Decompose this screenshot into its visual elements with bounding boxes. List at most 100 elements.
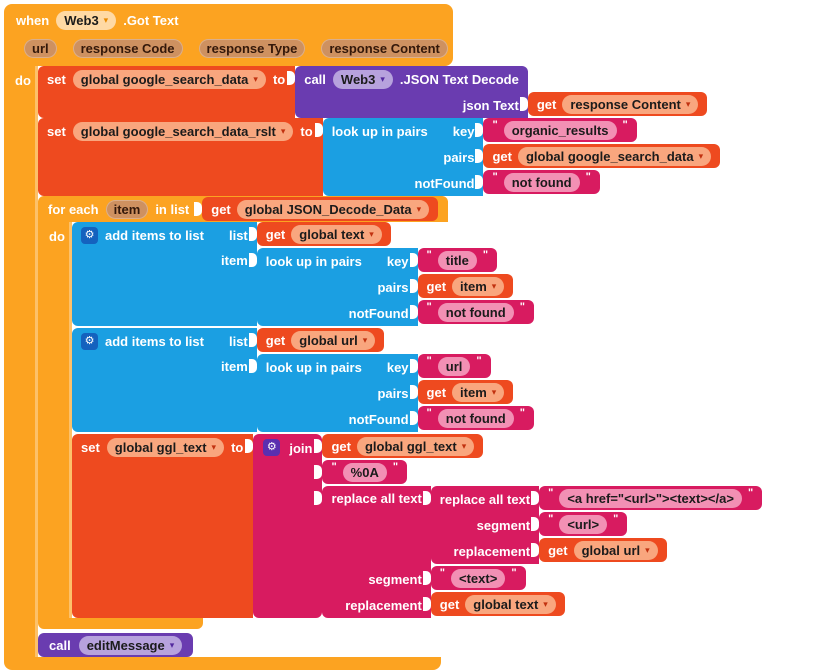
text-string-block[interactable]: " organic_results " <box>483 118 637 142</box>
variable-dropdown[interactable]: global text ▾ <box>291 224 382 244</box>
text-string-block[interactable]: " title " <box>417 248 498 272</box>
variable-dropdown[interactable]: response Content ▾ <box>562 94 699 114</box>
quote-mark: " <box>426 248 432 261</box>
chevron-down-icon: ▾ <box>698 150 704 161</box>
call-json-text-decode-block[interactable]: call Web3 ▾ .JSON Text Decode json Text <box>295 66 708 118</box>
text-string-block[interactable]: " <a href="<url>"><text></a> " <box>539 486 763 510</box>
get-json-decode-data-block[interactable]: get global JSON_Decode_Data ▾ <box>202 197 439 221</box>
socket-tab <box>409 279 418 293</box>
socket-tab <box>248 253 257 267</box>
socket-tab <box>422 597 431 611</box>
variable-dropdown[interactable]: global google_search_data ▾ <box>517 146 712 166</box>
quote-mark: " <box>747 486 754 499</box>
text-field[interactable]: not found <box>503 172 580 192</box>
set-ggl-text-block[interactable]: set global ggl_text ▾ to <box>72 434 763 618</box>
text-field[interactable]: not found <box>437 302 514 322</box>
socket-tab <box>422 491 431 505</box>
variable-dropdown[interactable]: item ▾ <box>452 276 505 296</box>
quote-mark: " <box>492 170 498 183</box>
get-block[interactable]: get global google_search_data ▾ <box>483 144 721 168</box>
chevron-down-icon: ▾ <box>211 441 217 452</box>
variable-dropdown[interactable]: global ggl_text ▾ <box>106 437 225 457</box>
socket-tab <box>409 359 418 373</box>
procedure-dropdown[interactable]: editMessage ▾ <box>78 635 183 655</box>
socket-tab <box>194 202 203 216</box>
socket-tab <box>287 71 296 85</box>
param-pill-response-type[interactable]: response Type <box>198 38 306 58</box>
text-string-block[interactable]: " url " <box>417 354 491 378</box>
get-item-block[interactable]: get item ▾ <box>417 380 514 404</box>
variable-dropdown[interactable]: global url ▾ <box>573 540 658 560</box>
get-global-url-block[interactable]: get global url ▾ <box>256 328 385 352</box>
call-edit-message-block[interactable]: call editMessage ▾ <box>38 633 194 657</box>
text-field[interactable]: not found <box>437 408 514 428</box>
get-item-block[interactable]: get item ▾ <box>417 274 514 298</box>
get-global-ggl-text-block[interactable]: get global ggl_text ▾ <box>322 434 484 458</box>
mutator-gear-icon[interactable]: ⚙ <box>263 439 281 456</box>
when-keyword: when <box>16 12 50 28</box>
param-pill-response-code[interactable]: response Code <box>72 38 183 58</box>
component-dropdown[interactable]: Web3 ▾ <box>332 69 393 89</box>
text-field[interactable]: <a href="<url>"><text></a> <box>559 488 742 508</box>
variable-dropdown[interactable]: global JSON_Decode_Data ▾ <box>236 199 430 219</box>
quote-mark: " <box>548 512 554 525</box>
loop-variable-pill[interactable]: item <box>105 199 149 219</box>
socket-tab <box>245 439 254 453</box>
param-pill-url[interactable]: url <box>24 38 57 58</box>
get-response-content-block[interactable]: get response Content ▾ <box>527 92 708 116</box>
join-block[interactable]: ⚙ join get global ggl_text <box>253 434 763 618</box>
quote-mark: " <box>426 354 432 367</box>
foreach-block[interactable]: for each item in list get global JSON_De… <box>38 196 763 629</box>
mutator-gear-icon[interactable]: ⚙ <box>81 226 98 244</box>
replace-all-text-block[interactable]: replace all text " <a href="<url>"><text… <box>430 486 763 564</box>
when-block-header: when Web3 ▾ .Got Text url response Code … <box>4 4 453 66</box>
set-google-search-data-rslt-block[interactable]: set global google_search_data_rslt ▾ to … <box>38 118 721 196</box>
socket-tab <box>409 385 418 399</box>
text-string-block[interactable]: " not found " <box>417 300 534 324</box>
component-dropdown[interactable]: Web3 ▾ <box>56 10 117 30</box>
socket-tab <box>531 543 540 557</box>
socket-tab <box>519 97 528 111</box>
text-field[interactable]: organic_results <box>503 120 617 140</box>
text-string-block[interactable]: " not found " <box>417 406 534 430</box>
do-label: do <box>49 229 65 244</box>
chevron-down-icon: ▾ <box>103 14 109 25</box>
set-google-search-data-block[interactable]: set global google_search_data ▾ to call <box>38 66 708 118</box>
chevron-down-icon: ▾ <box>461 440 467 451</box>
text-field[interactable]: title <box>437 250 477 270</box>
quote-mark: " <box>476 354 482 367</box>
text-string-block[interactable]: " <text> " <box>430 566 526 590</box>
variable-dropdown[interactable]: global url ▾ <box>291 330 376 350</box>
socket-tab <box>248 227 257 241</box>
when-got-text-event-block[interactable]: when Web3 ▾ .Got Text url response Code … <box>4 4 813 670</box>
variable-dropdown[interactable]: global google_search_data_rslt ▾ <box>72 121 294 141</box>
lookup-in-pairs-block[interactable]: look up in pairs key " organic_results " <box>322 118 721 196</box>
quote-mark: " <box>331 460 337 473</box>
text-field[interactable]: url <box>437 356 471 376</box>
lookup-in-pairs-block[interactable]: look up in pairs key " title " <box>256 248 534 326</box>
text-field[interactable]: <url> <box>559 514 608 534</box>
variable-dropdown[interactable]: global text ▾ <box>465 594 556 614</box>
get-global-url-block[interactable]: get global url ▾ <box>539 538 667 562</box>
get-global-text-block[interactable]: get global text ▾ <box>256 222 391 246</box>
mutator-gear-icon[interactable]: ⚙ <box>81 332 98 350</box>
lookup-in-pairs-block[interactable]: look up in pairs key " url " <box>256 354 534 432</box>
text-field[interactable]: %0A <box>342 462 387 482</box>
replace-all-text-block[interactable]: replace all text replace all text <box>322 486 763 618</box>
variable-dropdown[interactable]: global ggl_text ▾ <box>356 436 475 456</box>
quote-mark: " <box>613 512 619 525</box>
text-string-block[interactable]: " %0A " <box>322 460 408 484</box>
param-pill-response-content[interactable]: response Content <box>321 38 448 58</box>
do-label: do <box>15 73 31 88</box>
quote-mark: " <box>426 300 432 313</box>
add-items-to-list-block[interactable]: ⚙ add items to list list get global url <box>72 328 534 432</box>
get-global-text-block[interactable]: get global text ▾ <box>430 592 565 616</box>
text-string-block[interactable]: " <url> " <box>539 512 628 536</box>
socket-tab <box>531 491 540 505</box>
variable-dropdown[interactable]: global google_search_data ▾ <box>72 69 266 89</box>
text-field[interactable]: <text> <box>451 568 506 588</box>
add-items-to-list-block[interactable]: ⚙ add items to list list get global text <box>72 222 534 326</box>
text-string-block[interactable]: " not found " <box>483 170 600 194</box>
variable-dropdown[interactable]: item ▾ <box>452 382 505 402</box>
